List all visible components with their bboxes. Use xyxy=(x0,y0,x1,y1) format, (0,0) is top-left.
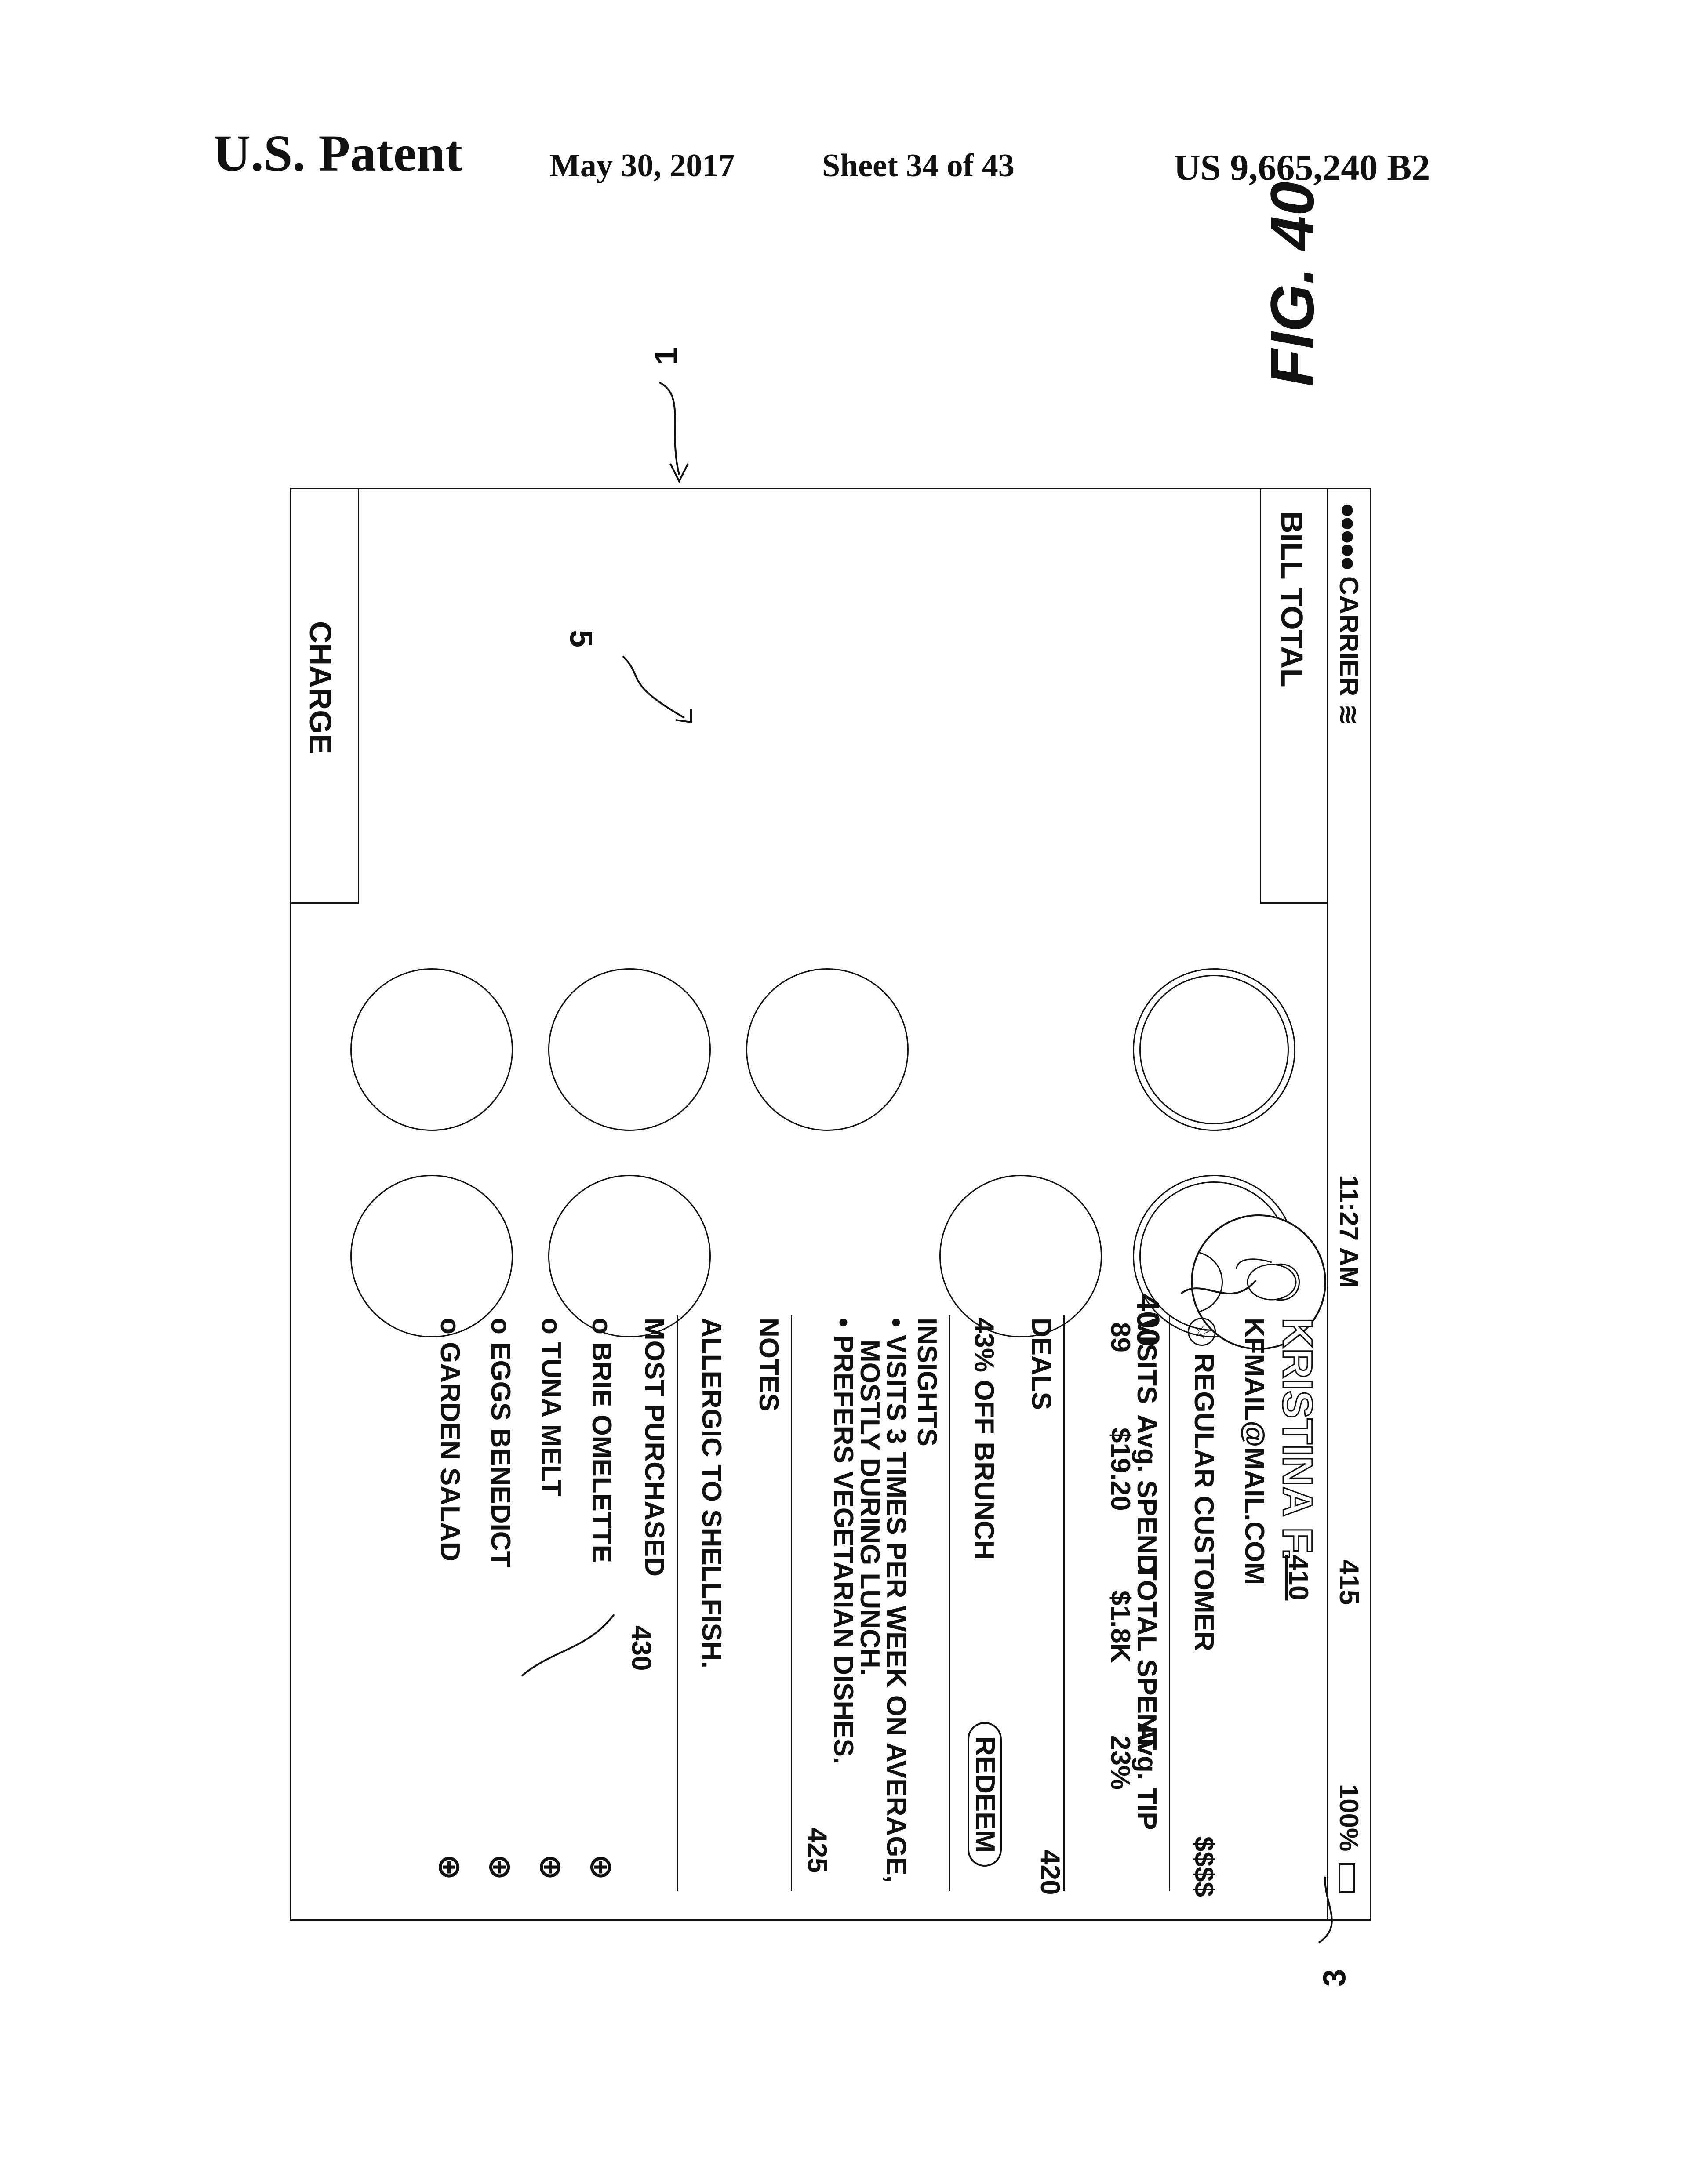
customer-email: KFMAIL@MAIL.COM xyxy=(1239,1318,1270,1585)
price-level: $$$$ xyxy=(1189,1836,1219,1897)
add-item-icon[interactable]: ⊕ xyxy=(432,1854,467,1881)
divider-purchased xyxy=(677,1315,678,1891)
most-purchased-title: MOST PURCHASED xyxy=(639,1318,669,1577)
signal-dots-icon: ●●●●● xyxy=(1334,502,1364,569)
stat-value-avg-tip: 23% xyxy=(1105,1735,1135,1790)
deals-title: DEALS xyxy=(1026,1318,1056,1410)
tablet-frame: ●●●●● CARRIER ≋ 11:27 AM 100% BILL TOTAL… xyxy=(290,488,1372,1921)
ref-numeral-420: 420 xyxy=(1035,1850,1065,1895)
stat-header-avg-tip: Avg. TIP xyxy=(1131,1722,1162,1830)
insight-line-3: • PREFERS VEGETARIAN DISHES. xyxy=(828,1318,859,1765)
add-item-icon[interactable]: ⊕ xyxy=(483,1854,518,1881)
divider-stats xyxy=(1169,1315,1170,1891)
notes-text: ALLERGIC TO SHELLFISH. xyxy=(696,1318,727,1668)
grid-circle-r3c1[interactable] xyxy=(746,968,909,1131)
charge-button[interactable]: CHARGE xyxy=(290,489,359,904)
stat-value-total-spent: $1.8K xyxy=(1105,1590,1135,1663)
wifi-icon: ≋ xyxy=(1334,703,1364,726)
battery-status: 100% xyxy=(1334,1784,1364,1893)
grid-circle-r4c1[interactable] xyxy=(548,968,711,1131)
stat-value-avg-spend: $19.20 xyxy=(1105,1428,1135,1511)
ref-numeral-5: 5 xyxy=(563,630,598,648)
bill-total-bar[interactable]: BILL TOTAL xyxy=(1260,489,1327,904)
stat-header-avg-spend: Avg. SPEND xyxy=(1131,1414,1162,1574)
patent-date: May 30, 2017 xyxy=(549,148,735,184)
ref-numeral-415: 415 xyxy=(1334,1559,1364,1605)
patent-number: US 9,665,240 B2 xyxy=(1174,147,1430,188)
ref-numeral-425: 425 xyxy=(802,1828,832,1873)
ref-numeral-1: 1 xyxy=(649,347,684,365)
grid-circle-r5c1[interactable] xyxy=(350,968,513,1131)
ref-numeral-430: 430 xyxy=(626,1625,656,1671)
ref-numeral-410: 410 xyxy=(1283,1555,1313,1601)
insights-title: INSIGHTS xyxy=(912,1318,942,1446)
customer-panel: KRISTINA F. 410 KFMAIL@MAIL.COM ☆ REGULA… xyxy=(294,1291,1364,1915)
patent-sheet: Sheet 34 of 43 xyxy=(822,148,1015,184)
redeem-button[interactable]: REDEEM xyxy=(968,1722,1002,1867)
ref-numeral-3: 3 xyxy=(1317,1969,1352,1987)
device-figure: ●●●●● CARRIER ≋ 11:27 AM 100% BILL TOTAL… xyxy=(290,488,1372,1921)
status-time: 11:27 AM xyxy=(1334,1175,1364,1288)
deal-offer: 43% OFF BRUNCH xyxy=(969,1318,999,1560)
grid-circle-r1c1[interactable] xyxy=(1133,968,1295,1131)
purchased-item: o TUNA MELT xyxy=(536,1318,566,1497)
charge-label: CHARGE xyxy=(303,621,338,755)
add-item-icon[interactable]: ⊕ xyxy=(584,1854,619,1881)
carrier-label: ●●●●● CARRIER ≋ xyxy=(1334,502,1364,726)
insight-line-1: • VISITS 3 TIMES PER WEEK ON AVERAGE, xyxy=(881,1318,911,1883)
figure-label: FIG. 40 xyxy=(1258,182,1327,387)
stat-header-visits: VISITS xyxy=(1131,1318,1162,1404)
notes-title: NOTES xyxy=(753,1318,784,1412)
star-icon: ☆ xyxy=(1188,1318,1216,1346)
battery-icon xyxy=(1338,1863,1355,1893)
add-item-icon[interactable]: ⊕ xyxy=(533,1854,568,1881)
insight-line-2: MOSTLY DURING LUNCH. xyxy=(855,1340,885,1676)
status-bar: ●●●●● CARRIER ≋ 11:27 AM 100% xyxy=(1327,489,1370,1919)
divider-deals xyxy=(1063,1315,1065,1891)
bill-total-label: BILL TOTAL xyxy=(1275,511,1309,687)
purchased-item: o BRIE OMELETTE xyxy=(586,1318,617,1563)
customer-name: KRISTINA F. xyxy=(1273,1317,1322,1561)
divider-notes xyxy=(791,1315,792,1891)
purchased-item: o GARDEN SALAD xyxy=(435,1318,465,1562)
divider-insights xyxy=(949,1315,950,1891)
stat-value-visits: 89 xyxy=(1105,1322,1135,1352)
customer-badge: ☆ REGULAR CUSTOMER xyxy=(1188,1318,1219,1651)
patent-title: U.S. Patent xyxy=(213,124,463,182)
purchased-item: o EGGS BENEDICT xyxy=(485,1318,516,1568)
